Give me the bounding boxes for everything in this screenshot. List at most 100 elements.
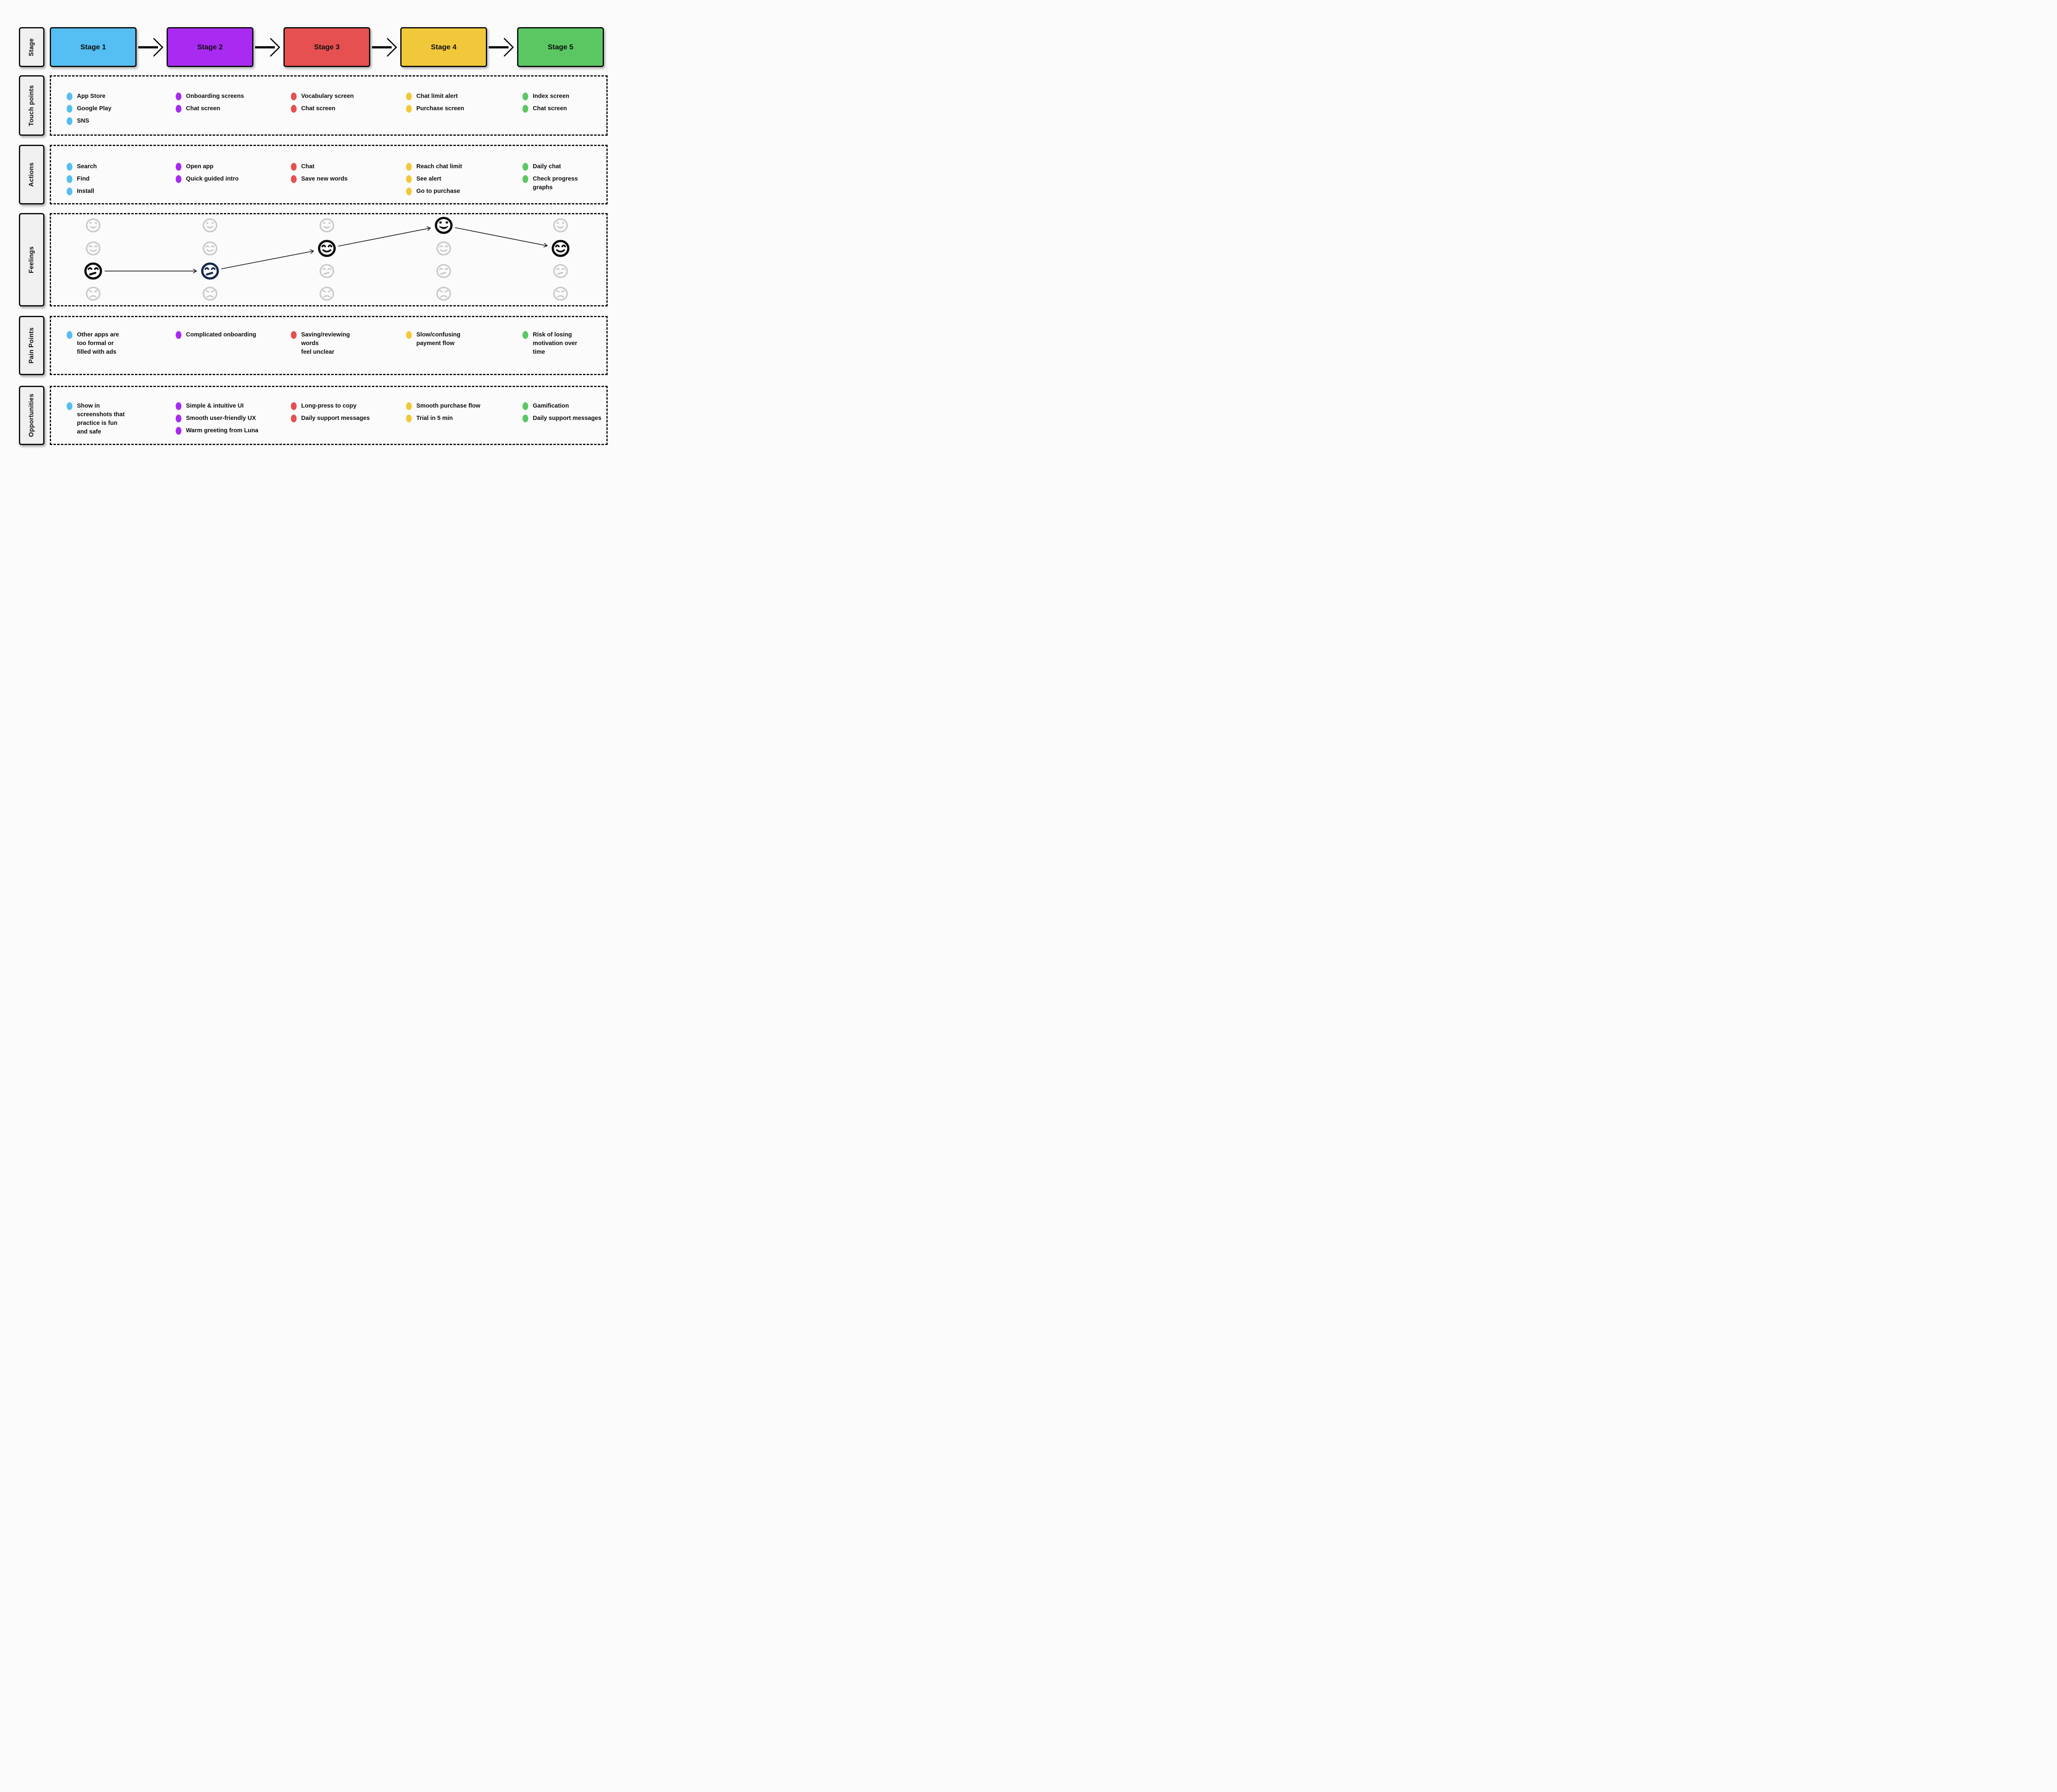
feeling-face-smile: [202, 241, 218, 256]
bullet-dot-icon: [176, 93, 181, 100]
pain-points-stage1: Other apps are too formal or filled with…: [67, 331, 158, 360]
feelings-row: [50, 213, 608, 306]
row-label-feelings: Feelings: [28, 246, 35, 274]
bullet-dot-icon: [176, 415, 181, 422]
item-label: Slow/confusing payment flow: [416, 332, 461, 347]
bullet-dot-icon: [406, 93, 412, 100]
feelings-emotion-graph: [84, 217, 570, 301]
row-label-box-stage: Stage: [19, 27, 44, 67]
list-item: SNS: [67, 117, 158, 125]
bullet-dot-icon: [176, 163, 181, 171]
item-label: Find: [77, 176, 90, 182]
list-item: Check progress graphs: [522, 175, 614, 192]
list-item: Slow/confusing payment flow: [406, 331, 497, 348]
bullet-dot-icon: [406, 331, 412, 339]
bullet-dot-icon: [406, 175, 412, 183]
bullet-dot-icon: [176, 331, 181, 339]
item-label: Daily support messages: [533, 415, 601, 422]
item-label: Long-press to copy: [301, 403, 357, 409]
bullet-dot-icon: [291, 402, 297, 410]
item-label: App Store: [77, 93, 106, 100]
item-label: Purchase screen: [416, 105, 464, 112]
item-label: See alert: [416, 176, 441, 182]
stage-box-2: Stage 2: [167, 27, 253, 67]
item-label: Smooth purchase flow: [416, 403, 481, 409]
opportunities-stage1: Show in screenshots that practice is fun…: [67, 402, 158, 440]
row-label-box-feelings: Feelings: [19, 213, 44, 306]
item-label: Simple & intuitive UI: [186, 403, 244, 409]
item-label: Smooth user-friendly UX: [186, 415, 256, 422]
item-label: Go to purchase: [416, 188, 460, 195]
feeling-face-angry: [319, 286, 334, 301]
bullet-dot-icon: [522, 415, 528, 422]
bullet-dot-icon: [67, 93, 72, 100]
stage-box-3: Stage 3: [283, 27, 370, 67]
list-item: Other apps are too formal or filled with…: [67, 331, 158, 357]
bullet-dot-icon: [291, 331, 297, 339]
bullet-dot-icon: [522, 93, 528, 100]
stage-title: Stage 4: [431, 43, 457, 51]
feeling-face-laugh: [553, 218, 568, 233]
pain-points-stage2: Complicated onboarding: [176, 331, 267, 343]
item-label: Warm greeting from Luna: [186, 427, 258, 434]
list-item: Go to purchase: [406, 187, 497, 196]
item-label: Chat screen: [301, 105, 336, 112]
list-item: Complicated onboarding: [176, 331, 267, 339]
item-label: Other apps are too formal or filled with…: [77, 332, 119, 355]
feeling-face-smirk-selected: [201, 262, 219, 280]
bullet-dot-icon: [176, 427, 181, 435]
item-label: Gamification: [533, 403, 569, 409]
item-label: Chat screen: [186, 105, 221, 112]
feelings-trend-arrow: [338, 226, 431, 247]
item-label: Saving/reviewing words feel unclear: [301, 332, 350, 355]
bullet-dot-icon: [67, 175, 72, 183]
arrow-right-icon: [137, 27, 167, 67]
feeling-face-laugh: [319, 218, 334, 233]
list-item: Show in screenshots that practice is fun…: [67, 402, 158, 436]
feeling-face-smirk: [553, 264, 568, 278]
stage-title: Stage 5: [548, 43, 573, 51]
item-label: Daily chat: [533, 163, 561, 170]
bullet-dot-icon: [406, 415, 412, 422]
item-label: Vocabulary screen: [301, 93, 354, 100]
feeling-face-smile: [436, 241, 451, 256]
item-label: Index screen: [533, 93, 569, 100]
opportunities-stage2: Simple & intuitive UI Smooth user-friendl…: [176, 402, 267, 439]
feeling-face-smirk-selected: [84, 262, 102, 280]
opportunities-row: Show in screenshots that practice is fun…: [50, 386, 608, 445]
list-item: Reach chat limit: [406, 162, 497, 171]
list-item: Index screen: [522, 92, 614, 101]
list-item: Install: [67, 187, 158, 196]
list-item: Warm greeting from Luna: [176, 427, 267, 435]
list-item: Trial in 5 min: [406, 414, 497, 423]
feeling-face-angry: [202, 286, 218, 301]
list-item: Chat: [291, 162, 382, 171]
pain-points-stage3: Saving/reviewing words feel unclear: [291, 331, 382, 360]
feeling-face-smile-selected: [318, 240, 336, 257]
list-item: Daily support messages: [291, 414, 382, 423]
pain-points-stage4: Slow/confusing payment flow: [406, 331, 497, 352]
feelings-trend-arrow: [221, 249, 314, 269]
item-label: Check progress graphs: [533, 176, 578, 191]
item-label: Daily support messages: [301, 415, 370, 422]
list-item: Long-press to copy: [291, 402, 382, 410]
bullet-dot-icon: [522, 105, 528, 113]
bullet-dot-icon: [67, 117, 72, 125]
item-label: Risk of losing motivation over time: [533, 332, 577, 355]
item-label: Onboarding screens: [186, 93, 244, 100]
feeling-face-angry: [86, 286, 101, 301]
row-label-actions: Actions: [28, 162, 35, 187]
item-label: Show in screenshots that practice is fun…: [77, 403, 125, 435]
bullet-dot-icon: [406, 402, 412, 410]
bullet-dot-icon: [176, 105, 181, 113]
bullet-dot-icon: [291, 105, 297, 113]
item-label: Google Play: [77, 105, 111, 112]
bullet-dot-icon: [67, 331, 72, 339]
bullet-dot-icon: [291, 93, 297, 100]
